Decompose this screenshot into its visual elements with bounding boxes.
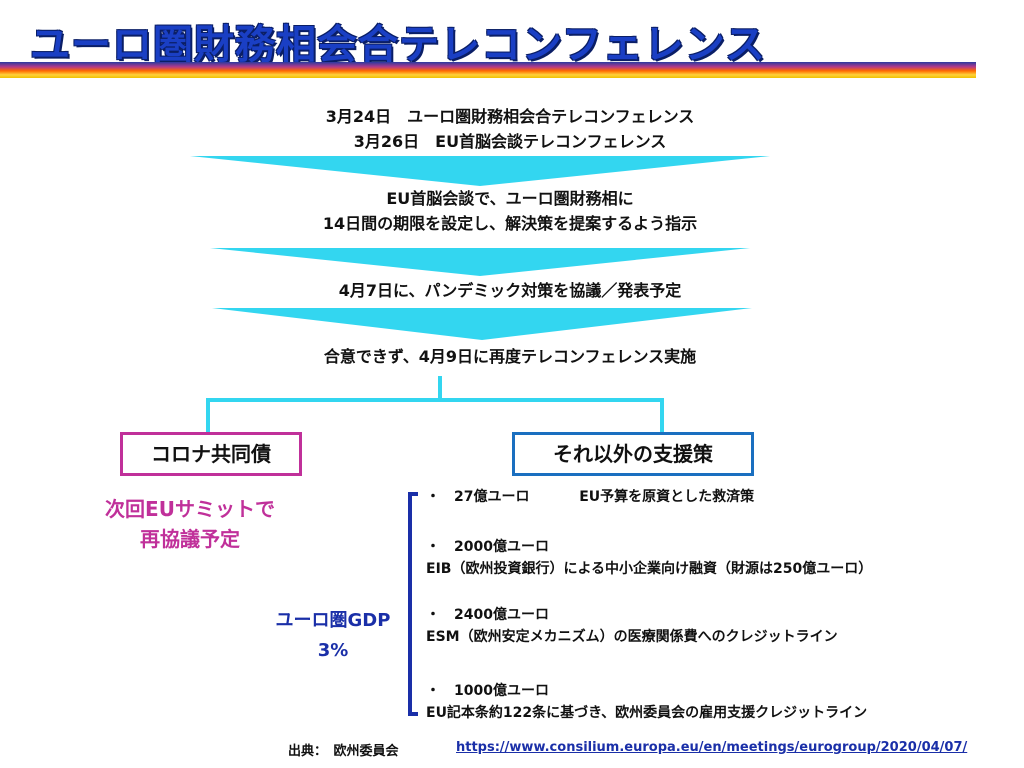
other-measures-label: それ以外の支援策 bbox=[553, 442, 713, 466]
other-measures-box: それ以外の支援策 bbox=[512, 432, 754, 476]
flow-step-1-line-2: 3月26日 EU首脳会談テレコンフェレンス bbox=[353, 132, 667, 151]
measure-amount: ・ 1000億ユーロ bbox=[426, 683, 549, 699]
corona-bond-note: 次回EUサミットで 再協議予定 bbox=[80, 494, 300, 554]
corona-bond-box: コロナ共同債 bbox=[120, 432, 302, 476]
measure-item-4: ・ 1000億ユーロ EU記本条約122条に基づき、欧州委員会の雇用支援クレジッ… bbox=[426, 680, 867, 724]
eurozone-gdp-line-2: 3% bbox=[317, 640, 349, 661]
measure-amount: ・ 2400億ユーロ bbox=[426, 607, 549, 623]
measure-description: ESM（欧州安定メカニズム）の医療関係費へのクレジットライン bbox=[426, 629, 838, 645]
flow-step-3: 4月7日に、パンデミック対策を協議／発表予定 bbox=[338, 281, 682, 300]
source-label: 出典： 欧州委員会 bbox=[288, 744, 399, 759]
measure-description: EU記本条約122条に基づき、欧州委員会の雇用支援クレジットライン bbox=[426, 705, 868, 721]
eurozone-gdp-line-1: ユーロ圏GDP bbox=[275, 610, 391, 631]
measure-item-3: ・ 2400億ユーロ ESM（欧州安定メカニズム）の医療関係費へのクレジットライ… bbox=[426, 604, 838, 648]
source-link[interactable]: https://www.consilium.europa.eu/en/meeti… bbox=[456, 740, 968, 755]
corona-bond-note-line-2: 再協議予定 bbox=[140, 527, 240, 551]
flow-arrow-2 bbox=[210, 248, 750, 276]
flow-arrow-3 bbox=[212, 308, 752, 340]
flow-step-2-line-2: 14日間の期限を設定し、解決策を提案するよう指示 bbox=[322, 214, 698, 233]
measure-item-2: ・ 2000億ユーロ EIB（欧州投資銀行）による中小企業向け融資（財源は250… bbox=[426, 536, 872, 580]
measure-amount: ・ 2000億ユーロ bbox=[426, 539, 549, 555]
measures-bracket bbox=[408, 492, 418, 716]
flow-arrow-1 bbox=[190, 156, 770, 186]
measure-description: EIB（欧州投資銀行）による中小企業向け融資（財源は250億ユーロ） bbox=[426, 561, 873, 577]
flow-step-1: 3月24日 ユーロ圏財務相会合テレコンフェレンス 3月26日 EU首脳会談テレコ… bbox=[100, 104, 920, 154]
eurozone-gdp-note: ユーロ圏GDP 3% bbox=[258, 606, 408, 666]
corona-bond-label: コロナ共同債 bbox=[151, 442, 271, 466]
flow-step-1-line-1: 3月24日 ユーロ圏財務相会合テレコンフェレンス bbox=[325, 107, 695, 126]
flow-step-4: 合意できず、4月9日に再度テレコンフェレンス実施 bbox=[323, 347, 697, 366]
measure-amount: ・ 27億ユーロ bbox=[426, 489, 530, 505]
flow-step-2-line-1: EU首脳会談で、ユーロ圏財務相に bbox=[386, 189, 634, 208]
page-title: ユーロ圏財務相会合テレコンフェレンス bbox=[30, 22, 766, 68]
flow-step-2: EU首脳会談で、ユーロ圏財務相に 14日間の期限を設定し、解決策を提案するよう指… bbox=[100, 186, 920, 236]
corona-bond-note-line-1: 次回EUサミットで bbox=[105, 497, 275, 521]
branch-connector bbox=[206, 376, 664, 432]
measure-description: EU予算を原資とした救済策 bbox=[579, 489, 755, 505]
measure-item-1: ・ 27億ユーロ EU予算を原資とした救済策 bbox=[426, 486, 754, 508]
title-underline-bar bbox=[0, 62, 976, 78]
